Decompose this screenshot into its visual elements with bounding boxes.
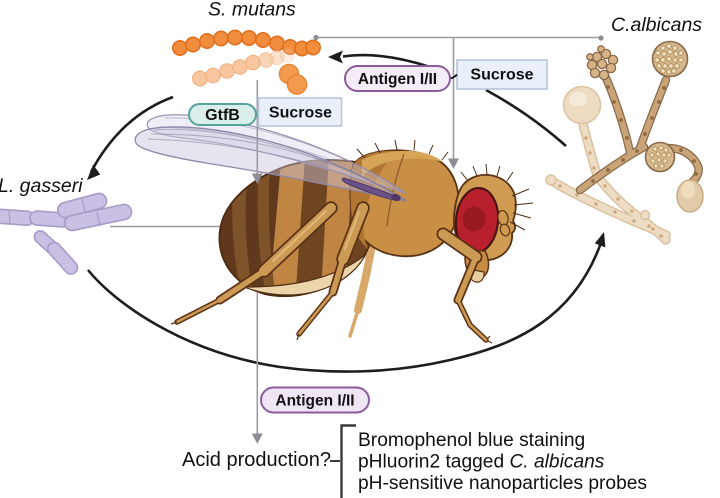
svg-text:Antigen I/II: Antigen I/II: [358, 71, 437, 88]
svg-text:L. gasseri: L. gasseri: [0, 175, 83, 197]
svg-text:Antigen I/II: Antigen I/II: [275, 393, 354, 410]
svg-text:Sucrose: Sucrose: [269, 105, 332, 122]
svg-text:pH-sensitive nanoparticles pro: pH-sensitive nanoparticles probes: [358, 473, 647, 494]
svg-text:Acid production?: Acid production?: [182, 449, 331, 471]
svg-text:Sucrose: Sucrose: [470, 67, 533, 84]
svg-text:C.albicans: C.albicans: [611, 14, 702, 36]
svg-text:pHluorin2 tagged C. albicans: pHluorin2 tagged C. albicans: [358, 452, 605, 473]
svg-text:GtfB: GtfB: [205, 107, 240, 124]
svg-text:S. mutans: S. mutans: [208, 0, 296, 21]
svg-text:Bromophenol blue staining: Bromophenol blue staining: [358, 430, 585, 451]
